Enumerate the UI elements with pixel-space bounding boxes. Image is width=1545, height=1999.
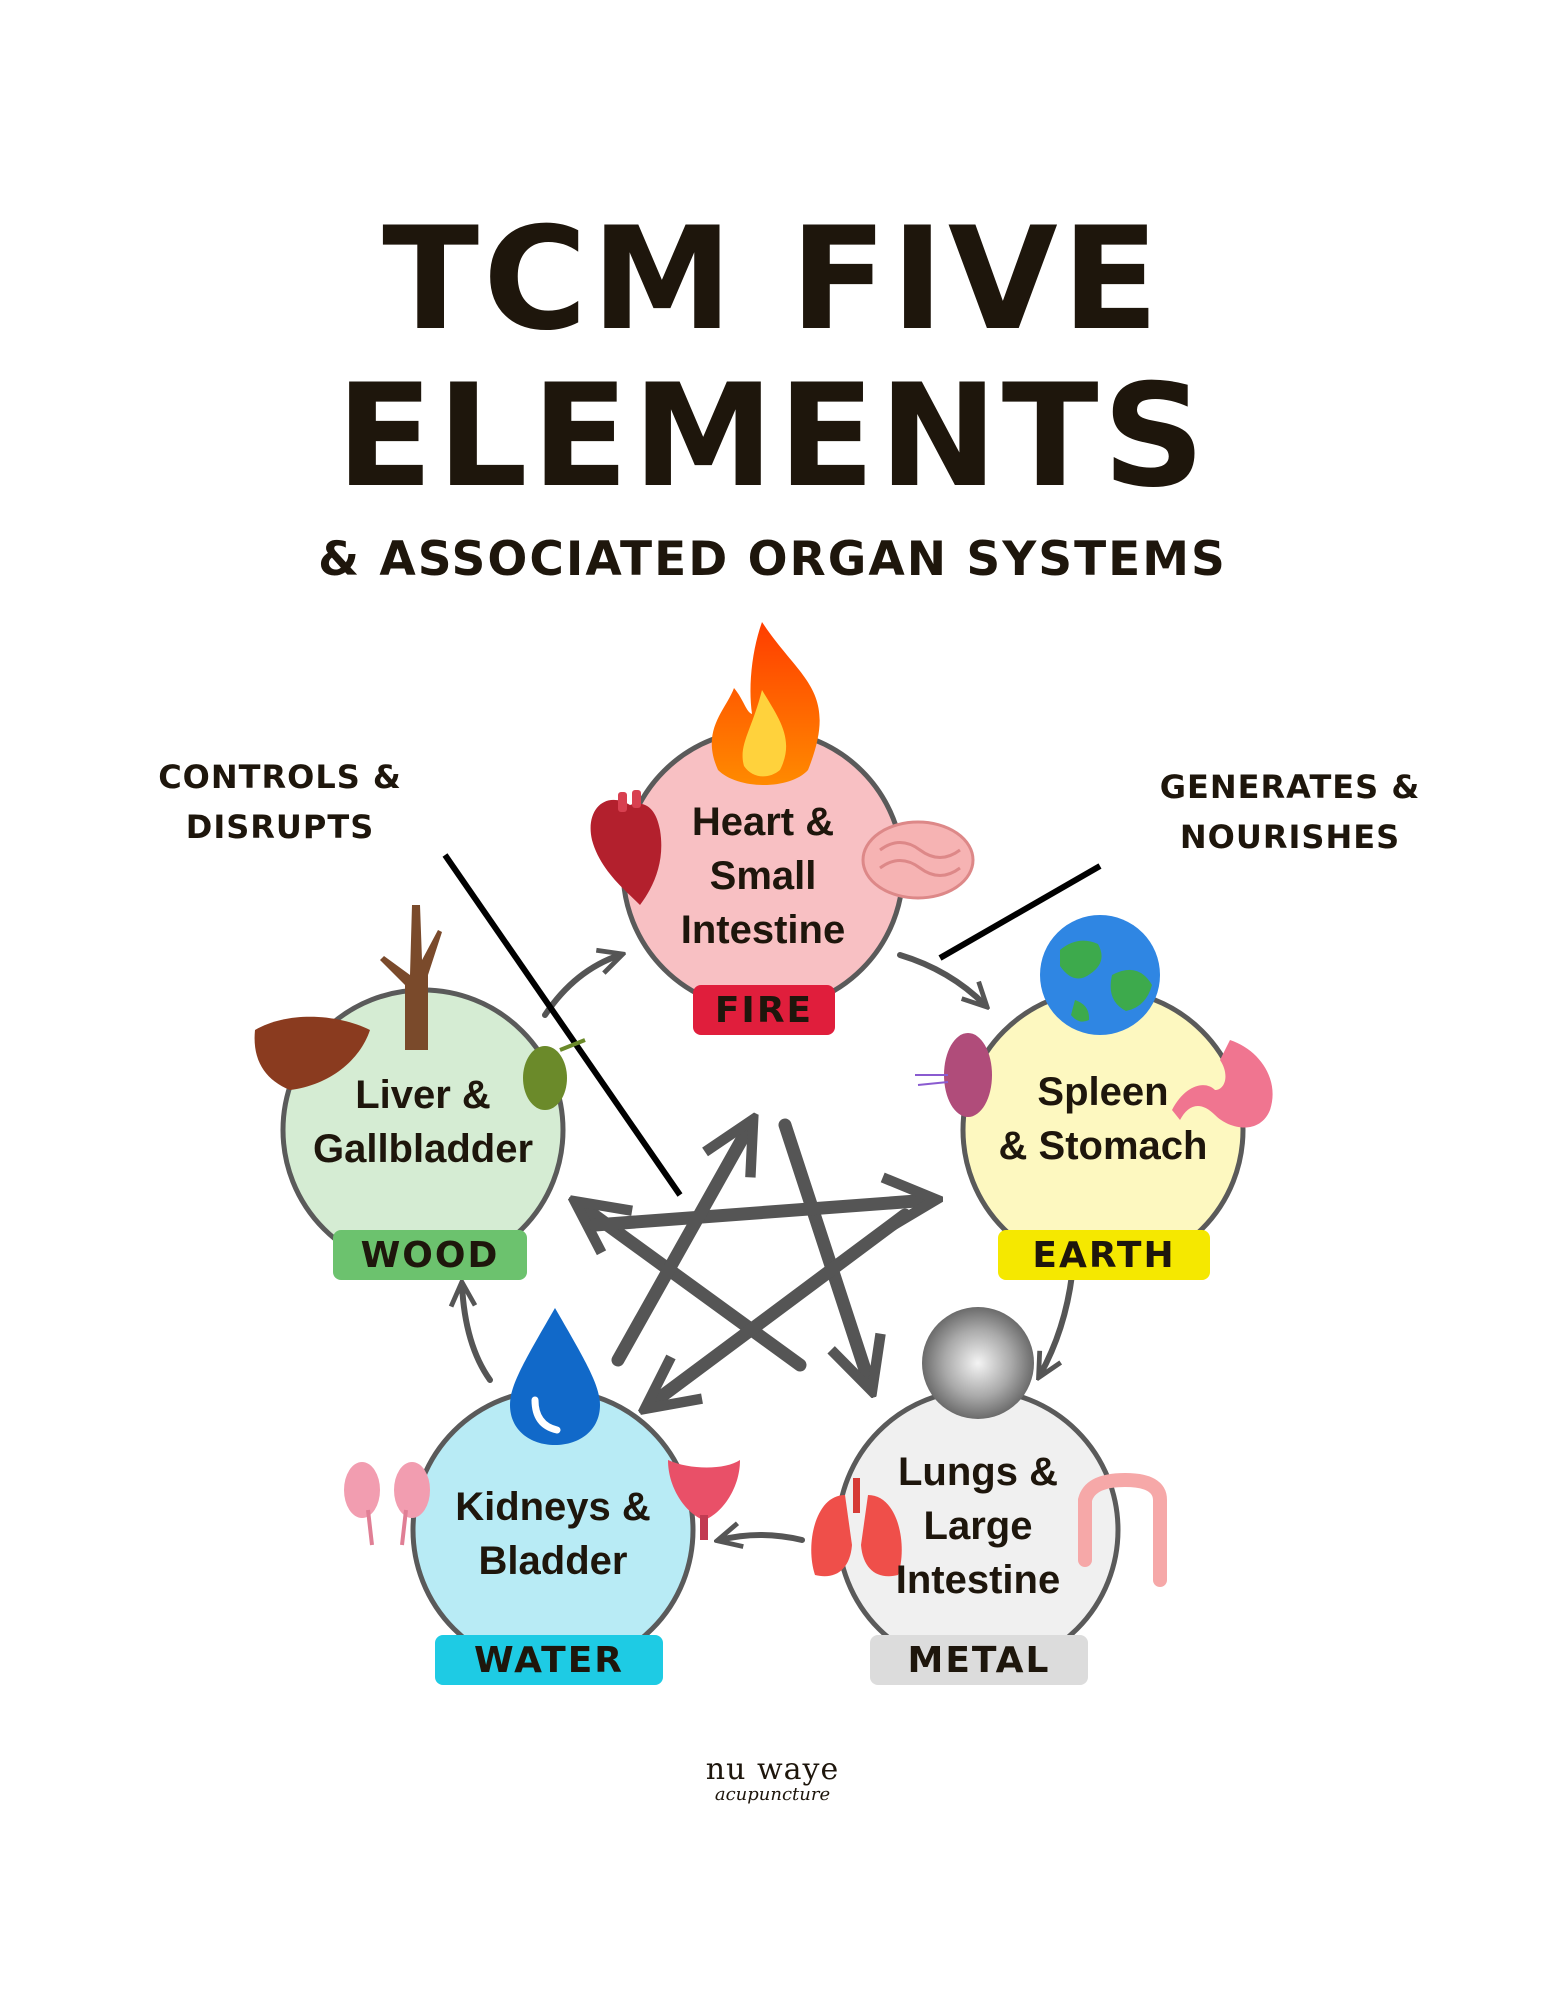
wood-organs-label: Liver & Gallbladder <box>283 1068 563 1176</box>
spleen-icon <box>915 1033 992 1117</box>
kidneys-icon <box>344 1462 430 1546</box>
metal-controls-wood-arrow <box>580 1205 807 1372</box>
earth-controls-water-arrow <box>650 1208 912 1405</box>
fire-element <box>590 622 975 1013</box>
controls-note-line-2: DISRUPTS <box>185 808 375 846</box>
metal-element <box>811 1307 1167 1673</box>
water-controls-fire-arrow <box>611 1125 750 1367</box>
metal-organs-label: Lungs & Large Intestine <box>838 1445 1118 1607</box>
earth-to-metal-arrow <box>1040 1272 1075 1375</box>
liver-icon <box>254 1016 370 1090</box>
gallbladder-icon <box>523 1038 586 1110</box>
small-intestine-icon <box>861 820 975 900</box>
metal-organs-line-2: Large <box>923 1504 1033 1548</box>
fire-to-earth-arrow <box>897 952 985 1005</box>
metal-organs-line-3: Intestine <box>895 1558 1061 1602</box>
controls-callout-line <box>442 853 683 1197</box>
earth-organs-line-1: Spleen <box>1037 1070 1169 1114</box>
metal-badge: METAL <box>870 1635 1088 1685</box>
water-organs-label: Kidneys & Bladder <box>413 1480 693 1588</box>
earth-globe-icon <box>1040 915 1160 1035</box>
fire-organs-line-1: Heart & <box>691 800 835 844</box>
bladder-icon <box>668 1460 740 1540</box>
wood-organs-line-2: Gallbladder <box>312 1127 534 1171</box>
controlling-cycle <box>580 1125 930 1405</box>
wood-to-fire-arrow <box>542 955 620 1018</box>
fire-badge: FIRE <box>693 985 835 1035</box>
controls-note-line-1: CONTROLS & <box>158 758 402 796</box>
generates-callout-line <box>938 863 1102 961</box>
fire-organs-label: Heart & Small Intestine <box>623 795 903 957</box>
heart-icon <box>590 790 662 905</box>
earth-badge: EARTH <box>998 1230 1210 1280</box>
earth-organs-label: Spleen & Stomach <box>963 1065 1243 1173</box>
controls-disrupts-note: CONTROLS & DISRUPTS <box>100 752 460 852</box>
metal-to-water-arrow <box>720 1535 805 1540</box>
large-intestine-icon <box>1078 1472 1167 1587</box>
generates-nourishes-note: GENERATES & NOURISHES <box>1090 762 1490 862</box>
title-line-2: ELEMENTS <box>336 354 1209 519</box>
fire-controls-metal-arrow <box>778 1118 870 1385</box>
water-drop-icon <box>510 1308 600 1445</box>
earth-element <box>915 915 1273 1273</box>
water-organs-line-2: Bladder <box>478 1539 628 1583</box>
wood-element <box>254 905 586 1273</box>
generates-note-line-1: GENERATES & <box>1159 768 1421 806</box>
water-to-wood-arrow <box>462 1285 493 1383</box>
subtitle: & ASSOCIATED ORGAN SYSTEMS <box>318 532 1227 587</box>
fire-organs-line-3: Intestine <box>680 908 846 952</box>
generates-note-line-2: NOURISHES <box>1179 818 1401 856</box>
brand-logo: nu waye acupuncture <box>0 1755 1545 1805</box>
metal-organs-line-1: Lungs & <box>898 1450 1058 1494</box>
title-line-1: TCM FIVE <box>382 197 1163 362</box>
wood-organs-line-1: Liver & <box>355 1073 491 1117</box>
earth-organs-line-2: & Stomach <box>998 1124 1208 1168</box>
water-badge: WATER <box>435 1635 663 1685</box>
logo-line-1: nu waye <box>705 1752 840 1787</box>
logo-line-2: acupuncture <box>714 1784 831 1805</box>
wood-controls-earth-arrow <box>588 1200 930 1225</box>
tree-branch-icon <box>380 905 442 1050</box>
water-organs-line-1: Kidneys & <box>455 1485 651 1529</box>
stomach-icon <box>1172 1040 1273 1128</box>
fire-organs-line-2: Small <box>709 854 817 898</box>
lungs-icon <box>811 1478 902 1577</box>
wood-badge: WOOD <box>333 1230 527 1280</box>
metal-disc-icon <box>922 1307 1034 1419</box>
flame-icon <box>711 622 820 785</box>
